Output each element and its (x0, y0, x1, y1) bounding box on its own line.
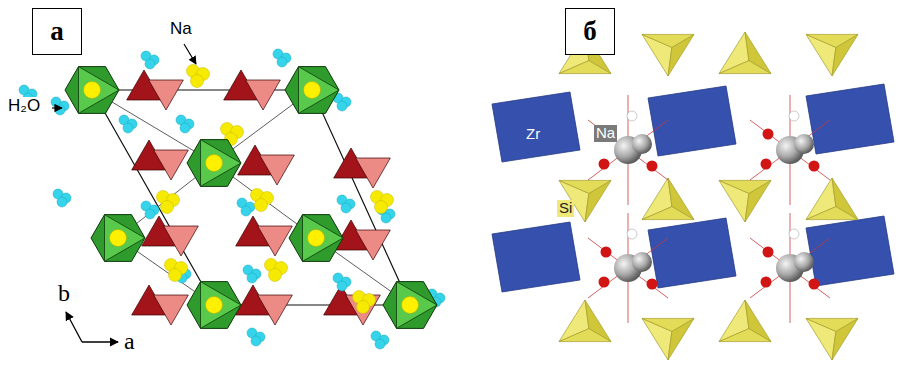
si-tetrahedron (642, 318, 694, 360)
si-tetrahedron (719, 180, 771, 222)
sodium-atom (750, 95, 830, 205)
panel-label-box: б (565, 8, 615, 55)
tetrahedron (154, 295, 189, 325)
si-tetrahedron (642, 178, 694, 220)
zr-octahedron (91, 215, 145, 262)
sodium-site (353, 291, 376, 314)
water-molecule (141, 51, 159, 69)
tetrahedron (260, 155, 295, 185)
tetrahedron (154, 150, 189, 180)
water-molecule (243, 265, 261, 283)
zr-octahedron (285, 67, 339, 114)
sodium-site (157, 191, 180, 214)
panel-letter: б (583, 18, 597, 45)
water-molecule (273, 49, 291, 67)
sodium-site (165, 259, 188, 282)
water-molecule (337, 195, 355, 213)
zr-octahedron (492, 222, 580, 292)
axis-label: b (56, 280, 72, 306)
water-molecule (247, 328, 265, 346)
tetrahedron (164, 226, 199, 256)
water-molecule (237, 198, 255, 216)
water-molecule (51, 97, 69, 115)
tetrahedron (149, 80, 184, 110)
si-tetrahedron (806, 318, 858, 360)
water-molecule (119, 115, 137, 133)
atom-label: Si (557, 200, 574, 217)
atom-label: Na (594, 125, 617, 142)
atom-label: Zr (524, 126, 542, 143)
water-molecule (141, 201, 159, 219)
sodium-atom (588, 95, 668, 205)
sodium-site (251, 189, 274, 212)
si-tetrahedron (806, 178, 858, 220)
si-tetrahedron (719, 300, 771, 342)
water-molecule (333, 273, 351, 291)
zr-octahedron (806, 216, 894, 286)
zr-octahedron (187, 282, 241, 329)
panel-letter: а (50, 18, 64, 45)
zr-octahedron (187, 140, 241, 187)
zr-octahedron (383, 282, 437, 329)
zr-octahedron (289, 215, 343, 262)
panel-b-structure (492, 32, 894, 360)
sodium-site (265, 259, 288, 282)
si-tetrahedron (642, 34, 694, 76)
panel-label-box: а (32, 8, 82, 55)
leader-arrow (184, 44, 196, 64)
atom-label: Na (168, 20, 194, 39)
tetrahedron (356, 158, 391, 188)
zr-octahedron (806, 84, 894, 154)
leader-arrow (52, 107, 62, 108)
water-molecule (176, 115, 194, 133)
si-tetrahedron (806, 34, 858, 76)
tetrahedron (258, 226, 293, 256)
water-molecule (371, 331, 389, 349)
zr-octahedron (65, 67, 119, 114)
si-tetrahedron (719, 32, 771, 74)
molecule-label: H₂O (6, 97, 42, 116)
sodium-site (187, 65, 210, 88)
axis-arrow (66, 312, 82, 342)
tetrahedron (246, 80, 281, 110)
sodium-atom (750, 213, 830, 323)
zr-octahedron (492, 92, 580, 162)
water-molecule (53, 189, 71, 207)
sodium-site (371, 191, 394, 214)
tetrahedron (356, 230, 391, 260)
zr-octahedron (648, 86, 736, 156)
axis-arrow (82, 341, 118, 342)
unit-cell (92, 90, 410, 305)
sodium-atom (588, 213, 668, 323)
tetrahedron (258, 295, 293, 325)
axis-label: a (122, 328, 137, 354)
zr-octahedron (648, 218, 736, 288)
panel-a-structure (19, 44, 445, 349)
si-tetrahedron (559, 300, 611, 342)
